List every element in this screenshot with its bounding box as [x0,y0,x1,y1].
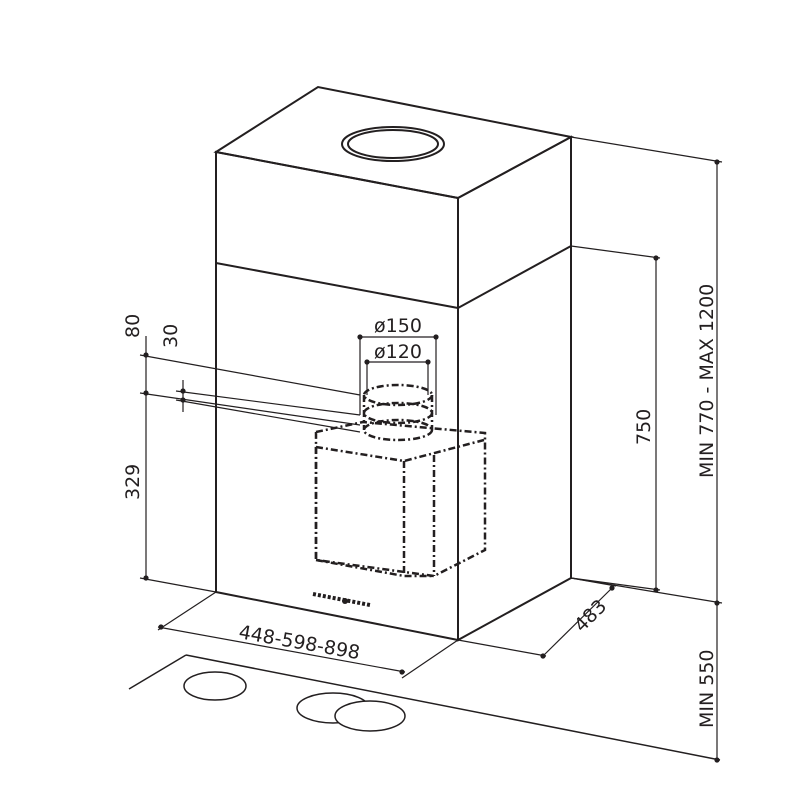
hood-body [213,85,574,642]
bottom-dimension-lines [157,577,617,679]
outlet-inner-label: ø120 [374,341,422,363]
offset-329-label: 329 [122,464,144,500]
body-height-label: 750 [633,409,655,445]
side-joint-line [457,245,572,309]
offset-30-label: 30 [160,324,182,348]
offset-80-label: 80 [122,314,144,338]
clearance-label: MIN 550 [696,649,718,728]
burner-left [183,671,247,701]
hood-side-face [457,135,572,642]
cooktop [128,654,721,761]
total-height-label: MIN 770 - MAX 1200 [696,284,718,478]
burner-right [334,700,406,732]
control-panel [312,592,371,607]
front-joint-line [215,262,459,309]
top-outlet [341,126,445,162]
hood-front-face [215,150,459,642]
outlet-outer-label: ø150 [374,315,422,337]
hood-top-face [213,85,574,200]
hidden-motor [314,383,487,578]
left-dimension-lines [139,336,361,593]
width-range-label: 448-598-898 [237,621,361,664]
outlet-dimension [357,334,439,415]
depth-label: 483 [570,595,611,636]
